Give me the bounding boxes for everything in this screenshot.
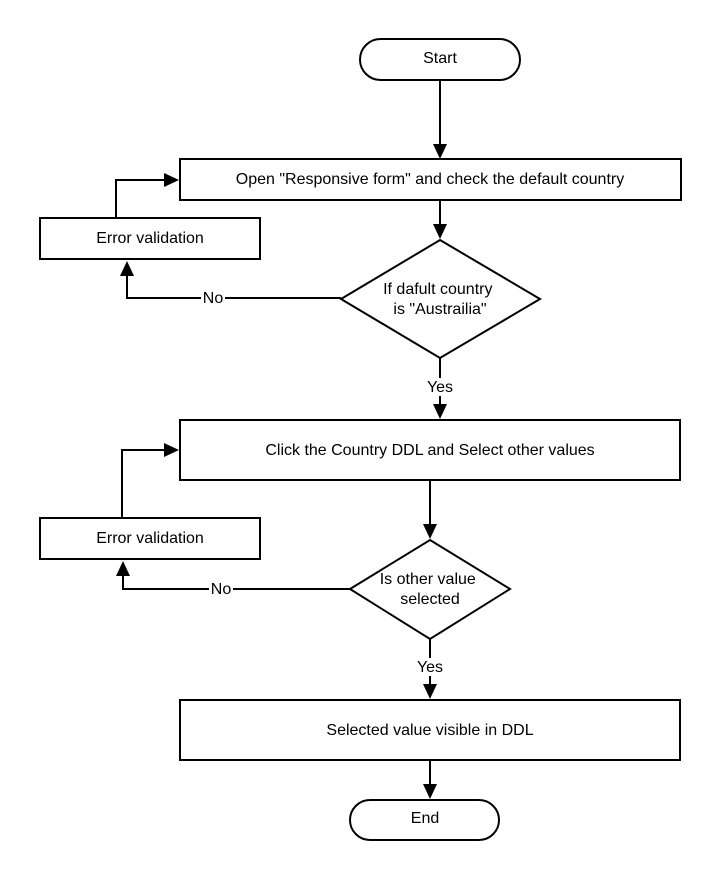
edge-decision-1-no <box>126 274 341 299</box>
no-label-2-bg <box>209 580 233 598</box>
decision-2-line-2: selected <box>400 591 460 608</box>
edge-error-1-to-open <box>115 179 166 217</box>
start-node <box>359 38 521 81</box>
arrowhead-decision-2-yes <box>423 684 437 699</box>
decision-node-2 <box>348 538 512 641</box>
arrowhead-decision-1-yes <box>433 404 447 419</box>
yes-label-2: Yes <box>417 659 443 676</box>
decision-2-label: Is other value selected <box>380 571 481 608</box>
decision-1-label: If dafult country is "Austrailia" <box>383 281 497 318</box>
click-ddl-label: Click the Country DDL and Select other v… <box>265 442 594 459</box>
arrowhead-open-to-decision-1 <box>433 224 447 239</box>
decision-2-line-1: Is other value <box>380 571 476 588</box>
click-ddl-node <box>179 419 681 481</box>
yes-label-1: Yes <box>427 379 453 396</box>
arrowhead-error-2-to-ddl <box>164 443 179 457</box>
no-label-1-bg <box>201 289 225 307</box>
error-validation-label-2: Error validation <box>96 530 204 547</box>
arrowhead-decision-2-no <box>116 561 130 576</box>
arrowhead-start-to-open <box>433 144 447 159</box>
arrowhead-selected-to-end <box>423 784 437 799</box>
selected-visible-node <box>179 699 681 761</box>
decision-1-line-2: is "Austrailia" <box>393 301 486 318</box>
edge-decision-2-no <box>122 574 350 590</box>
start-label: Start <box>423 50 457 67</box>
error-validation-node-1 <box>39 217 261 260</box>
end-label: End <box>411 810 439 827</box>
arrowhead-error-1-to-open <box>164 173 179 187</box>
decision-1-line-1: If dafult country <box>383 281 492 298</box>
error-validation-label-1: Error validation <box>96 230 204 247</box>
error-validation-node-2 <box>39 517 261 560</box>
arrowhead-ddl-to-decision-2 <box>423 524 437 539</box>
yes-label-2-bg <box>414 658 446 676</box>
no-label-2: No <box>211 581 232 598</box>
arrowhead-decision-1-no <box>120 261 134 276</box>
decision-node-1 <box>339 238 542 360</box>
open-form-label: Open "Responsive form" and check the def… <box>236 171 624 188</box>
selected-visible-label: Selected value visible in DDL <box>326 722 533 739</box>
open-form-node <box>179 158 682 201</box>
edge-error-2-to-ddl <box>121 449 166 517</box>
no-label-1: No <box>203 290 224 307</box>
yes-label-1-bg <box>424 378 456 396</box>
end-node <box>349 799 500 841</box>
